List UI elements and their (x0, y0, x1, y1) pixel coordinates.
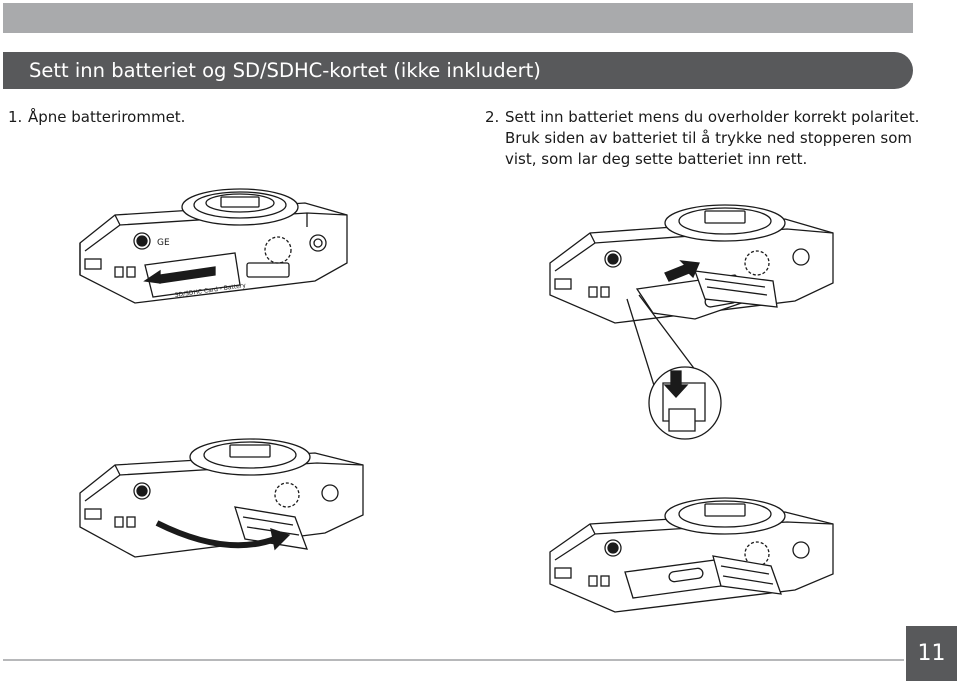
side-ports (84, 508, 136, 528)
side-ports (554, 278, 610, 298)
footer-rule (3, 659, 904, 661)
ge-logo-icon (604, 250, 622, 268)
mode-dial-icon (274, 482, 339, 508)
lens-icon (664, 497, 786, 535)
open-door (234, 506, 309, 550)
section-title: Sett inn batteriet og SD/SDHC-kortet (ik… (3, 52, 913, 89)
ge-logo-icon (604, 539, 622, 557)
illustration-close-door (79, 438, 364, 558)
close-arrow-icon (155, 520, 291, 551)
lens-icon (664, 204, 786, 242)
mode-dial-icon (246, 234, 327, 278)
stopper-detail-icon (648, 366, 722, 440)
header-band (3, 3, 913, 33)
illustration-open-compartment: GE SD/SDHC Card - Battery (79, 188, 348, 304)
ge-logo-icon: GE (133, 232, 170, 250)
step-1-number: 1. (8, 108, 23, 126)
illustration-battery-inserted (549, 497, 834, 613)
open-door (694, 270, 778, 308)
step-1-text: Åpne batterirommet. (28, 108, 186, 126)
lens-icon (189, 438, 311, 476)
ge-logo-text: GE (157, 238, 170, 248)
step-1: 1. Åpne batterirommet. (8, 107, 308, 128)
side-ports (554, 567, 610, 587)
illustration-insert-battery (549, 204, 834, 440)
insert-arrow-icon (664, 260, 700, 282)
side-ports (84, 258, 136, 278)
page-number: 11 (906, 626, 957, 681)
step-2: 2. Sett inn batteriet mens du overholder… (485, 107, 925, 170)
mode-dial-icon (744, 248, 810, 276)
open-door (712, 555, 782, 595)
mode-dial-icon (744, 541, 810, 567)
camera-outline (79, 202, 348, 304)
ge-logo-icon (133, 482, 151, 500)
step-2-text: Sett inn batteriet mens du overholder ko… (505, 108, 920, 168)
step-2-number: 2. (485, 108, 500, 126)
lens-icon (181, 188, 299, 226)
